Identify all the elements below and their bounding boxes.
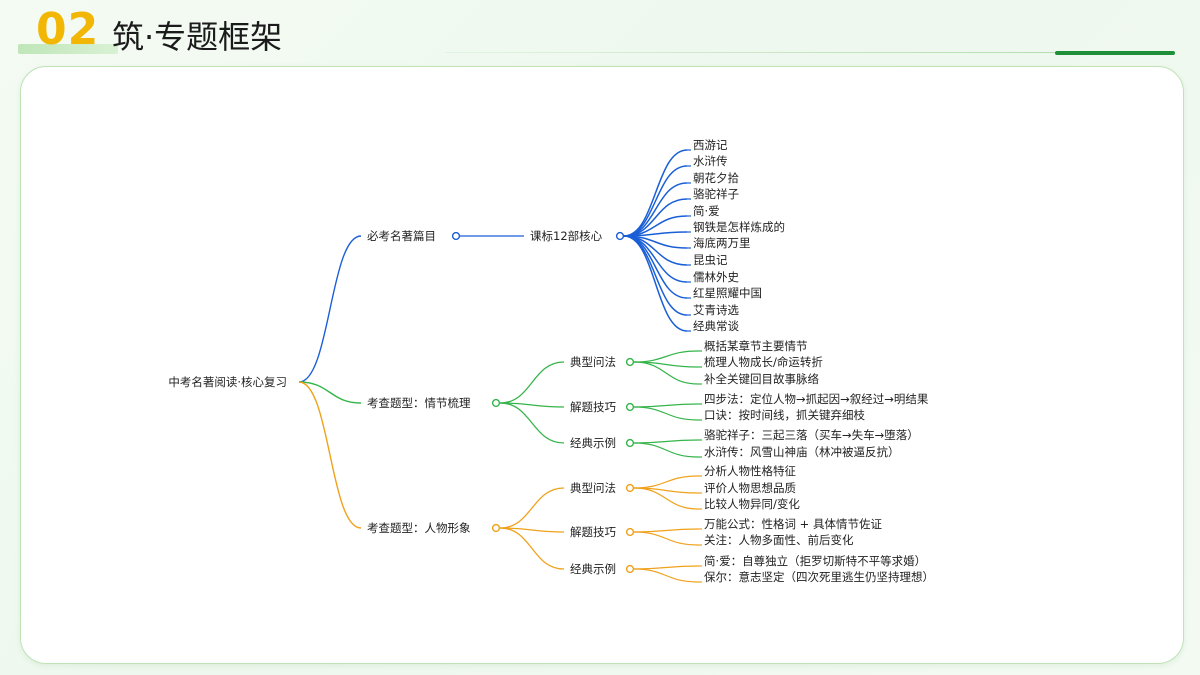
header-accent-bar xyxy=(1055,51,1175,55)
root-branch-connector xyxy=(298,381,362,404)
leaf-connector xyxy=(633,528,699,533)
leaf-item-label: 保尔：意志坚定（四次死里逃生仍坚持理想） xyxy=(704,570,934,584)
root-branch-connector xyxy=(298,235,362,383)
leaf-item-label: 钢铁是怎样炼成的 xyxy=(693,220,785,234)
leaf-connector xyxy=(623,165,688,237)
header-underline-stripe xyxy=(18,44,118,54)
leaf-item-label: 艾青诗选 xyxy=(693,303,739,317)
subtopic-node-dot xyxy=(625,527,635,537)
leaf-item-label: 分析人物性格特征 xyxy=(704,464,796,478)
content-card xyxy=(20,66,1184,664)
leaf-item-label: 梳理人物成长/命运转折 xyxy=(704,355,823,369)
leaf-item-label: 儒林外史 xyxy=(693,270,739,284)
leaf-connector xyxy=(633,350,699,363)
branch-child-connector xyxy=(499,527,565,570)
branch-child-connector xyxy=(499,402,565,444)
subtopic-label: 典型问法 xyxy=(570,355,616,369)
leaf-item-label: 补全关键回目故事脉络 xyxy=(704,372,819,386)
leaf-item-label: 骆驼祥子：三起三落（买车→失车→堕落） xyxy=(704,428,919,442)
leaf-item-label: 评价人物思想品质 xyxy=(704,481,796,495)
branch-node-dot xyxy=(491,523,501,533)
header-divider-line xyxy=(445,52,1055,53)
leaf-connector xyxy=(633,568,699,583)
branch-label: 必考名著篇目 xyxy=(367,229,436,243)
leaf-item-label: 概括某章节主要情节 xyxy=(704,339,808,353)
branch-label: 考查题型：人物形象 xyxy=(367,521,471,535)
leaf-connector xyxy=(633,565,699,570)
subtopic-node-dot xyxy=(625,483,635,493)
leaf-item-label: 比较人物异同/变化 xyxy=(704,497,800,511)
branch-node-dot xyxy=(491,398,501,408)
subtopic-node-dot xyxy=(625,357,635,367)
root-node-label: 中考名著阅读·核心复习 xyxy=(168,375,287,389)
subtopic-node-dot xyxy=(625,564,635,574)
leaf-connector xyxy=(633,439,699,444)
branch-label: 考查题型：情节梳理 xyxy=(367,396,471,410)
leaf-item-label: 简·爱：自尊独立（拒罗切斯特不平等求婚） xyxy=(704,554,926,568)
subtopic-node-dot xyxy=(625,402,635,412)
branch-child-connector xyxy=(499,487,565,529)
leaf-item-label: 海底两万里 xyxy=(693,236,751,250)
leaf-connector xyxy=(633,487,699,510)
leaf-item-label: 西游记 xyxy=(693,138,728,152)
subtopic-label: 经典示例 xyxy=(570,562,616,576)
leaf-item-label: 简·爱 xyxy=(693,204,720,218)
root-branch-connector xyxy=(298,381,362,529)
leaf-connector xyxy=(623,235,688,332)
leaf-item-label: 关注：人物多面性、前后变化 xyxy=(704,533,854,547)
leaf-connector xyxy=(623,235,688,266)
leaf-connector xyxy=(633,442,699,458)
subtopic-label: 解题技巧 xyxy=(570,525,616,539)
leaf-connector xyxy=(633,531,699,546)
subtopic-label: 课标12部核心 xyxy=(530,229,603,243)
branch-child-connector xyxy=(499,402,565,408)
leaf-item-label: 朝花夕拾 xyxy=(693,171,739,185)
section-title: 筑·专题框架 xyxy=(112,18,283,56)
subtopic-node-dot xyxy=(615,231,625,241)
branch-node-dot xyxy=(451,231,461,241)
leaf-item-label: 万能公式：性格词 + 具体情节佐证 xyxy=(704,517,882,531)
subtopic-label: 经典示例 xyxy=(570,436,616,450)
subtopic-label: 解题技巧 xyxy=(570,400,616,414)
branch-child-connector xyxy=(499,527,565,533)
leaf-item-label: 骆驼祥子 xyxy=(693,187,739,201)
branch-child-connector xyxy=(499,361,565,404)
leaf-item-label: 红星照耀中国 xyxy=(693,286,762,300)
subtopic-label: 典型问法 xyxy=(570,481,616,495)
leaf-item-label: 水浒传 xyxy=(693,154,728,168)
subtopic-node-dot xyxy=(625,438,635,448)
leaf-connector xyxy=(633,403,699,408)
leaf-item-label: 口诀：按时间线，抓关键弃细枝 xyxy=(704,408,865,422)
section-number: 02 xyxy=(36,4,100,55)
leaf-connector xyxy=(633,406,699,421)
leaf-connector xyxy=(623,235,688,299)
leaf-connector xyxy=(623,149,688,237)
leaf-item-label: 水浒传：风雪山神庙（林冲被逼反抗） xyxy=(704,445,900,459)
leaf-item-label: 昆虫记 xyxy=(693,253,728,267)
leaf-connector xyxy=(633,361,699,385)
leaf-connector xyxy=(633,475,699,489)
leaf-item-label: 经典常谈 xyxy=(693,319,739,333)
leaf-item-label: 四步法：定位人物→抓起因→叙经过→明结果 xyxy=(704,392,929,406)
leaf-connector xyxy=(623,198,688,237)
